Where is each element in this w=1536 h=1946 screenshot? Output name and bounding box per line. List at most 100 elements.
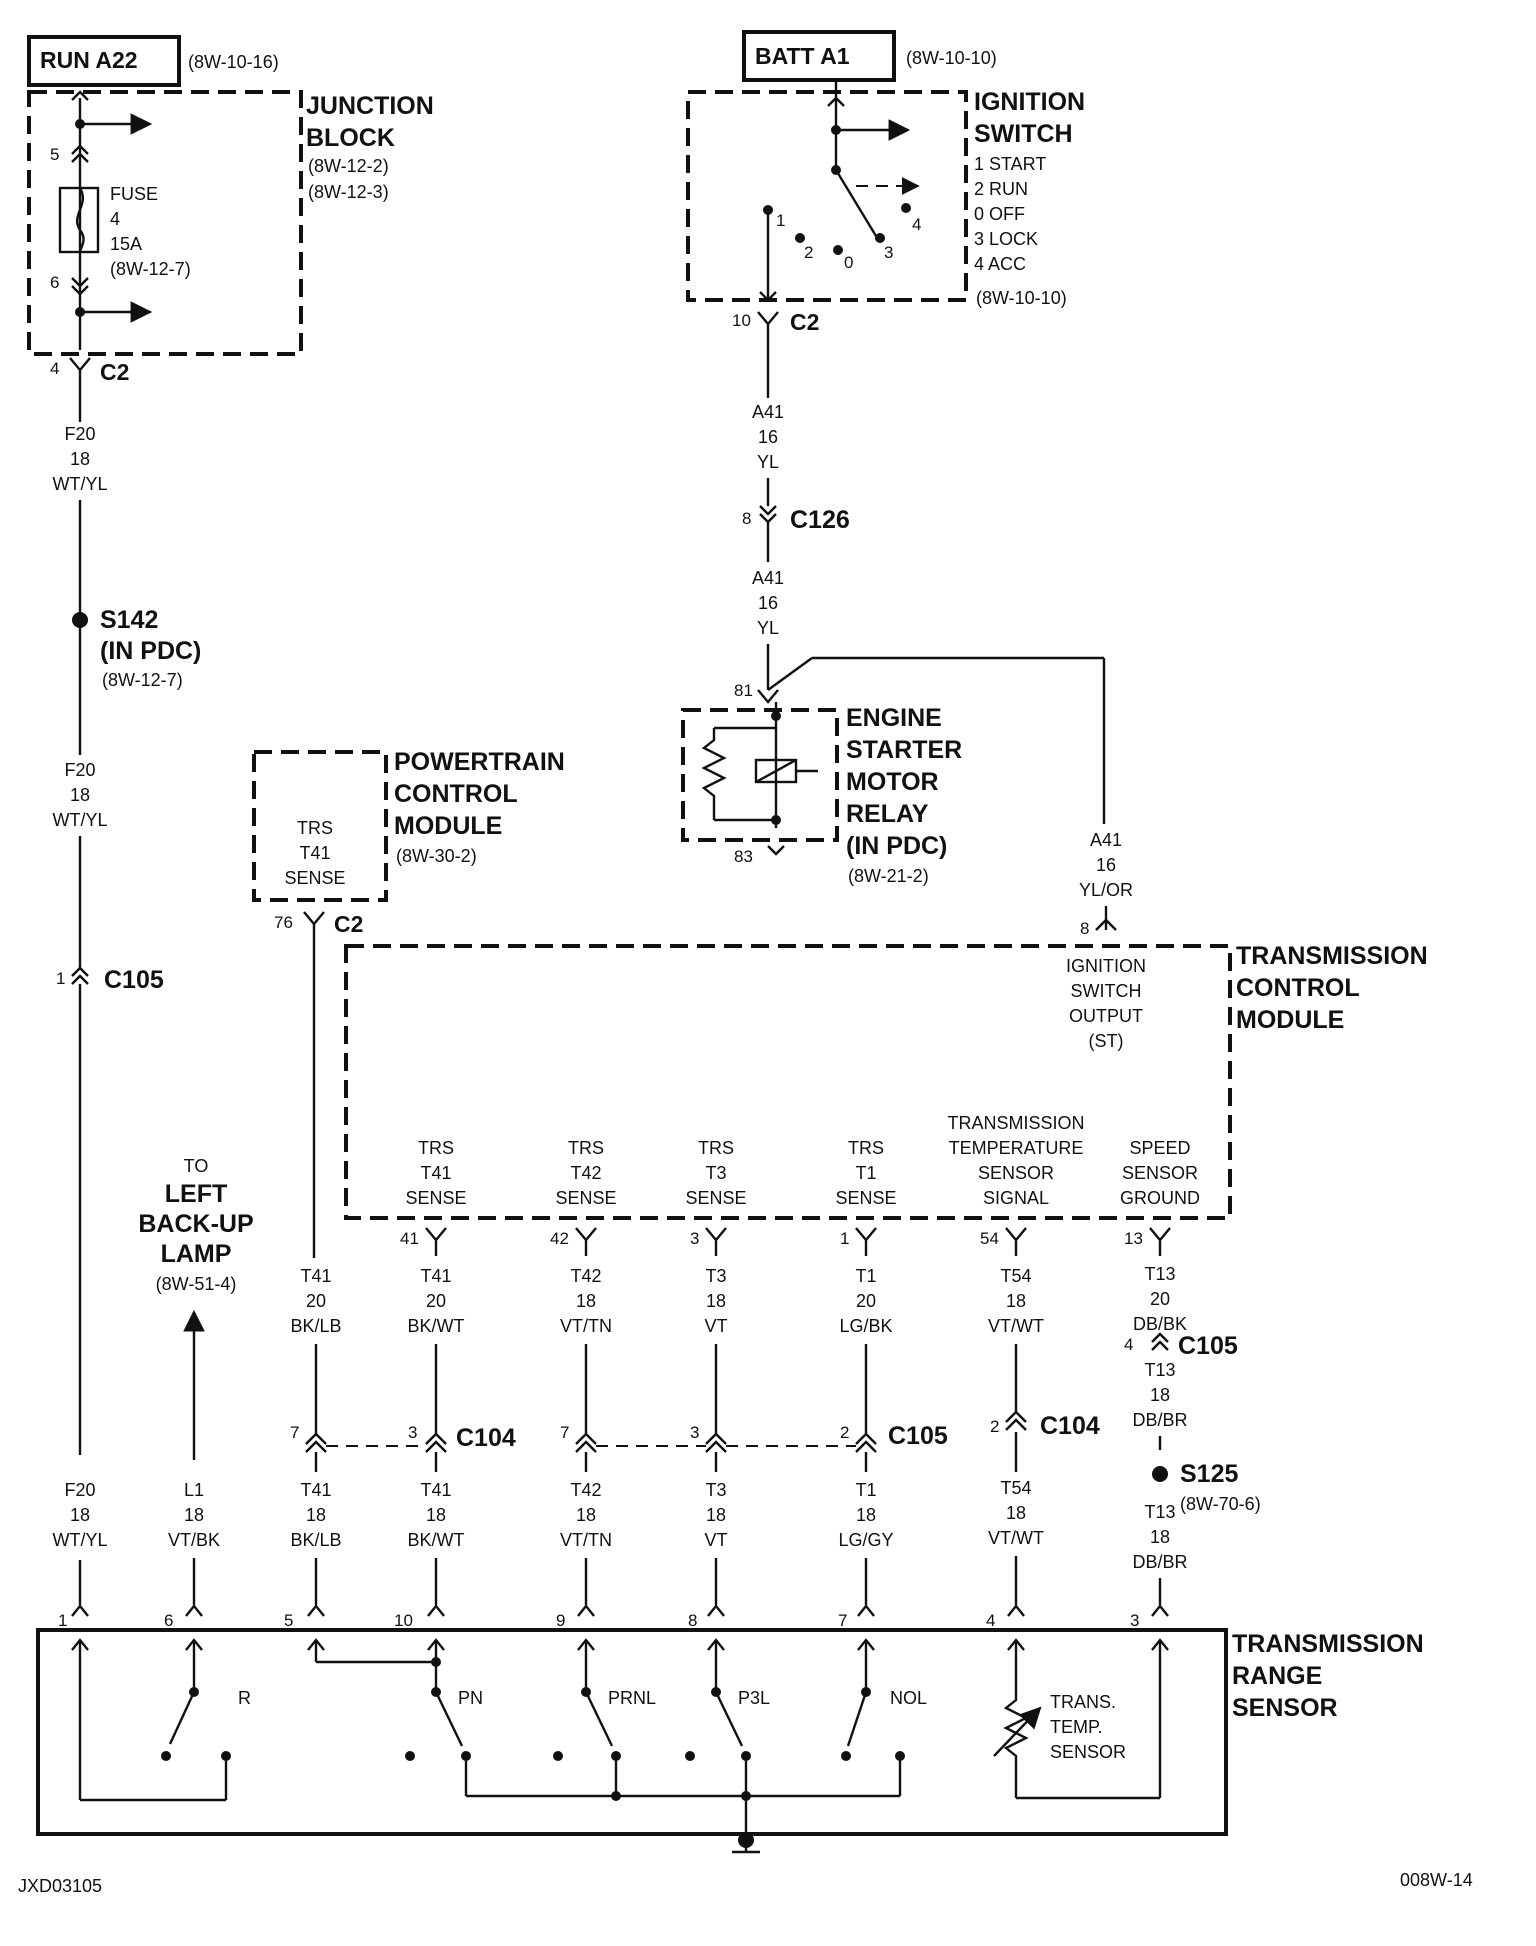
wire-t13-a-code: T13 [1144, 1264, 1175, 1284]
wire-t41-pcm-top-code: T41 [300, 1266, 331, 1286]
tcm-title-3: MODULE [1236, 1006, 1344, 1034]
relay-title-4: RELAY [846, 800, 929, 828]
trs-pins: 1 6 5 10 9 8 7 4 3 [58, 1604, 1169, 1630]
splice-s125-ref: (8W-70-6) [1180, 1494, 1261, 1514]
trs-pin-9: 9 [556, 1611, 565, 1630]
tcm-ign-line-3: OUTPUT [1069, 1006, 1143, 1026]
tcm-sig-t41-line-2: T41 [420, 1163, 451, 1183]
wire-t3-top-color: VT [704, 1316, 727, 1336]
wire-a41-c-gauge: 16 [1096, 855, 1116, 875]
c105-left-pin: 1 [56, 969, 65, 988]
fuse-amperage: 15A [110, 234, 142, 254]
trs-pin-6: 6 [164, 1611, 173, 1630]
wire-t54-top-code: T54 [1000, 1266, 1031, 1286]
wire-t13-a-color: DB/BK [1133, 1314, 1187, 1334]
tcm-sig-t54-line-1: TRANSMISSION [947, 1113, 1084, 1133]
tcm-sig-t42-line-3: SENSE [555, 1188, 616, 1208]
wire-t3-bot-color: VT [704, 1530, 727, 1550]
junction-block-ref-2: (8W-12-3) [308, 182, 389, 202]
pcm-title-3: MODULE [394, 812, 502, 840]
wire-t41-pcm-top-gauge: 20 [306, 1291, 326, 1311]
trs-pin-5: 5 [284, 1611, 293, 1630]
switch-prnl-label: PRNL [608, 1688, 656, 1708]
trs-pin-1: 1 [58, 1611, 67, 1630]
batt-a1-ref: (8W-10-10) [906, 48, 997, 68]
ignition-switch: IGNITION SWITCH 1 START 2 RUN 0 OFF 3 LO… [686, 80, 1085, 335]
wire-t41-pcm-bot-code: T41 [300, 1480, 331, 1500]
wire-t3-top-code: T3 [705, 1266, 726, 1286]
jb-pin-6: 6 [50, 273, 59, 292]
wire-t1-bot-color: LG/GY [838, 1530, 893, 1550]
relay-pin-83: 83 [734, 847, 753, 866]
wire-t41-tcm-top-gauge: 20 [426, 1291, 446, 1311]
ignition-contact-4: 4 [912, 215, 921, 234]
switch-nol: NOL [841, 1638, 927, 1796]
wire-t13-b-color: DB/BR [1132, 1410, 1187, 1430]
inline-connector-row: 7 3 C104 7 3 2 C105 2 C104 T41 18 BK/LB … [290, 1344, 1100, 1605]
ignition-contact-0: 0 [844, 253, 853, 272]
c104-mid-label: C104 [456, 1424, 516, 1452]
trs-title-1: TRANSMISSION [1232, 1630, 1424, 1658]
wire-t42-top-color: VT/TN [560, 1316, 612, 1336]
wire-a41: A41 16 YL 8 C126 A41 16 YL A41 16 YL/OR [742, 324, 1133, 931]
wire-t42-bot-code: T42 [570, 1480, 601, 1500]
junction-block-title-2: BLOCK [306, 124, 395, 152]
tcm-ign-line-1: IGNITION [1066, 956, 1146, 976]
wire-t41-pcm-top-color: BK/LB [290, 1316, 341, 1336]
c104-right-pin: 2 [990, 1417, 999, 1436]
tcm-sig-t1-line-3: SENSE [835, 1188, 896, 1208]
wire-t1-top-color: LG/BK [839, 1316, 892, 1336]
pcm-pin-76: 76 [274, 913, 293, 932]
switch-p3l: P3L [685, 1638, 770, 1840]
c105-left-label: C105 [104, 966, 164, 994]
switch-nol-label: NOL [890, 1688, 927, 1708]
tcm-sig-t1-line-1: TRS [848, 1138, 884, 1158]
wire-f20-b-gauge: 18 [70, 785, 90, 805]
trs-pin-10: 10 [394, 1611, 413, 1630]
wire-f20: F20 18 WT/YL S142 (IN PDC) (8W-12-7) F20… [52, 370, 201, 1605]
wire-f20-a-code: F20 [64, 424, 95, 444]
wire-a41-a-code: A41 [752, 402, 784, 422]
wire-t13-b-code: T13 [1144, 1360, 1175, 1380]
junction-block-ref-1: (8W-12-2) [308, 156, 389, 176]
wire-f20-a-color: WT/YL [52, 474, 107, 494]
wire-t41-tcm-bot-gauge: 18 [426, 1505, 446, 1525]
pcm-signal-line-3: SENSE [284, 868, 345, 888]
ignition-contact-1: 1 [776, 211, 785, 230]
wire-a41-a-gauge: 16 [758, 427, 778, 447]
batt-a1-source: BATT A1 (8W-10-10) [742, 30, 997, 82]
inline-pin-t3: 3 [690, 1423, 699, 1442]
ignition-switch-title-1: IGNITION [974, 88, 1085, 116]
c105-right-label: C105 [1178, 1332, 1238, 1360]
splice-s142-label: S142 [100, 606, 158, 634]
splice-s142-ref: (8W-12-7) [102, 670, 183, 690]
trs-pin-8: 8 [688, 1611, 697, 1630]
wire-f20-c-code: F20 [64, 1480, 95, 1500]
backup-line-2: BACK-UP [138, 1210, 253, 1238]
left-backup-lamp-ref: TO LEFT BACK-UP LAMP (8W-51-4) L1 18 VT/… [138, 1156, 254, 1605]
wire-t54-bot-code: T54 [1000, 1478, 1031, 1498]
backup-ref: (8W-51-4) [156, 1274, 237, 1294]
fuse-number: 4 [110, 209, 120, 229]
wire-t54-bot-gauge: 18 [1006, 1503, 1026, 1523]
tcm-sig-t42-line-2: T42 [570, 1163, 601, 1183]
inline-pin-t42: 7 [560, 1423, 569, 1442]
trs-title-3: SENSOR [1232, 1694, 1338, 1722]
wire-a41-c-color: YL/OR [1079, 880, 1133, 900]
wire-t1-bot-gauge: 18 [856, 1505, 876, 1525]
tcm-sig-t54-line-2: TEMPERATURE [949, 1138, 1084, 1158]
c105-right-pin: 4 [1124, 1335, 1133, 1354]
trans-temp-sensor: TRANS. TEMP. SENSOR [993, 1638, 1169, 1800]
relay-title-2: STARTER [846, 736, 962, 764]
run-a22-ref: (8W-10-16) [188, 52, 279, 72]
wire-t1-top-code: T1 [855, 1266, 876, 1286]
ignition-pin-10: 10 [732, 311, 751, 330]
wire-t13-a-gauge: 20 [1150, 1289, 1170, 1309]
run-a22-label: RUN A22 [40, 47, 138, 73]
run-a22-source: RUN A22 (8W-10-16) [27, 35, 279, 87]
transmission-control-module: TRANSMISSION CONTROL MODULE 8 IGNITION S… [344, 919, 1428, 1248]
pcm-signal-line-2: T41 [299, 843, 330, 863]
tcm-pin-42: 42 [550, 1229, 569, 1248]
wire-a41-b-code: A41 [752, 568, 784, 588]
wire-t54-top-color: VT/WT [988, 1316, 1044, 1336]
